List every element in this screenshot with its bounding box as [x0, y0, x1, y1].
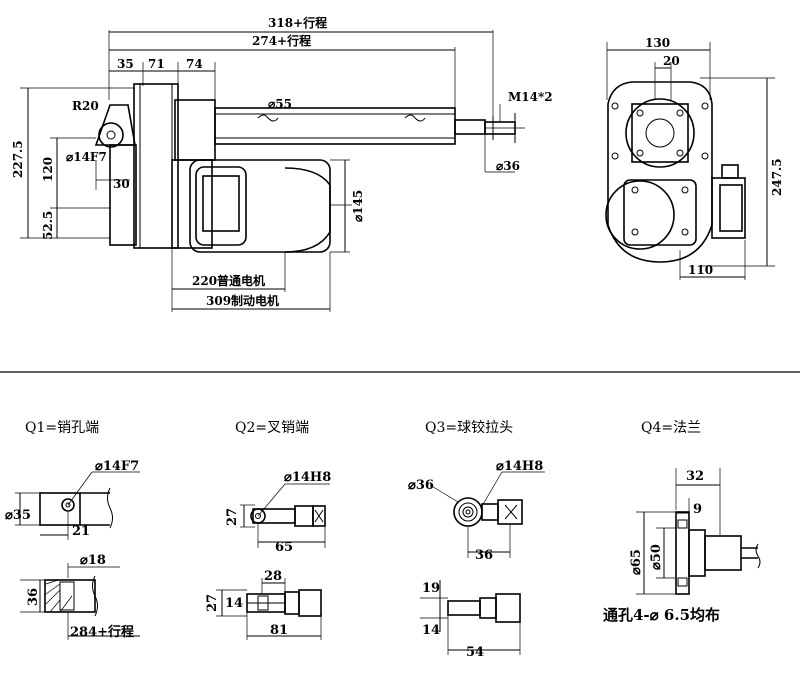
- q1-title: Q1=销孔端: [25, 420, 99, 436]
- q4-dim-phi65: ⌀65: [629, 549, 644, 575]
- dim-phi145: ⌀145: [351, 190, 365, 222]
- q2-dim-14: 14: [225, 596, 243, 611]
- q4-hole-note: 通孔4-⌀ 6.5均布: [603, 606, 720, 624]
- q1-dim-36: 36: [26, 588, 41, 606]
- end-dim-130: 130: [645, 36, 670, 50]
- q1-dim-phi18: ⌀18: [80, 553, 106, 568]
- actuator-side-view: 318+行程 274+行程 35 71 74 M14*2 R20 ⌀55 227…: [11, 15, 553, 312]
- option-q3-ball-joint-end: Q3=球铰拉头 ⌀36 ⌀14H8 36 19 14 54: [408, 420, 545, 660]
- q3-dim-36: 36: [475, 548, 493, 563]
- dim-phi36: ⌀36: [496, 159, 520, 173]
- dim-309-motor: 309制动电机: [206, 293, 279, 308]
- q2-dim-28: 28: [264, 569, 282, 584]
- option-q4-flange: Q4=法兰 32 9 ⌀65 ⌀50 通孔4-⌀ 6.5均布: [603, 420, 761, 624]
- q4-title: Q4=法兰: [641, 420, 701, 436]
- dim-r20: R20: [72, 99, 99, 113]
- q2-dim-27a: 27: [225, 508, 240, 526]
- dim-318: 318+行程: [268, 15, 327, 30]
- q2-dim-phi14h8: ⌀14H8: [284, 470, 331, 485]
- q3-dim-phi14h8: ⌀14H8: [496, 459, 543, 474]
- option-q1-pin-hole-end: Q1=销孔端 ⌀14F7 ⌀35 21 ⌀18 36 284+行程: [5, 420, 140, 640]
- q3-title: Q3=球铰拉头: [425, 420, 513, 436]
- end-dim-20: 20: [663, 54, 680, 68]
- q2-dim-65: 65: [275, 540, 293, 555]
- dim-227: 227.5: [11, 140, 25, 178]
- dim-274: 274+行程: [252, 33, 311, 48]
- dim-52: 52.5: [41, 211, 55, 240]
- option-q2-fork-pin-end: Q2=叉销端 ⌀14H8 27 65 28 27 1: [205, 420, 331, 640]
- q4-dim-9: 9: [693, 502, 702, 517]
- q4-dim-phi50: ⌀50: [649, 544, 664, 570]
- dim-74: 74: [186, 57, 203, 71]
- q3-dim-phi36: ⌀36: [408, 478, 434, 493]
- dim-m14: M14*2: [508, 90, 553, 104]
- dim-phi55: ⌀55: [268, 97, 292, 111]
- end-dim-247: 247.5: [770, 158, 784, 196]
- dim-120: 120: [41, 157, 55, 182]
- q2-dim-27b: 27: [205, 594, 220, 612]
- q1-dim-phi35: ⌀35: [5, 508, 31, 523]
- q3-dim-14: 14: [422, 623, 440, 638]
- dim-30: 30: [113, 177, 130, 191]
- q1-dim-284: 284+行程: [70, 624, 134, 640]
- q3-dim-19: 19: [422, 581, 440, 596]
- dim-35: 35: [117, 57, 134, 71]
- q2-title: Q2=叉销端: [235, 420, 309, 436]
- dim-phi14f7: ⌀14F7: [66, 150, 107, 164]
- dim-71: 71: [148, 57, 165, 71]
- q2-dim-81: 81: [270, 623, 288, 638]
- actuator-end-view: 130 20 247.5 110: [605, 36, 784, 280]
- q1-dim-phi14f7: ⌀14F7: [95, 459, 139, 474]
- q4-dim-32: 32: [686, 469, 704, 484]
- q3-dim-54: 54: [466, 645, 484, 660]
- q1-dim-21: 21: [72, 524, 90, 539]
- dim-220-motor: 220普通电机: [192, 273, 265, 288]
- end-dim-110: 110: [688, 263, 713, 277]
